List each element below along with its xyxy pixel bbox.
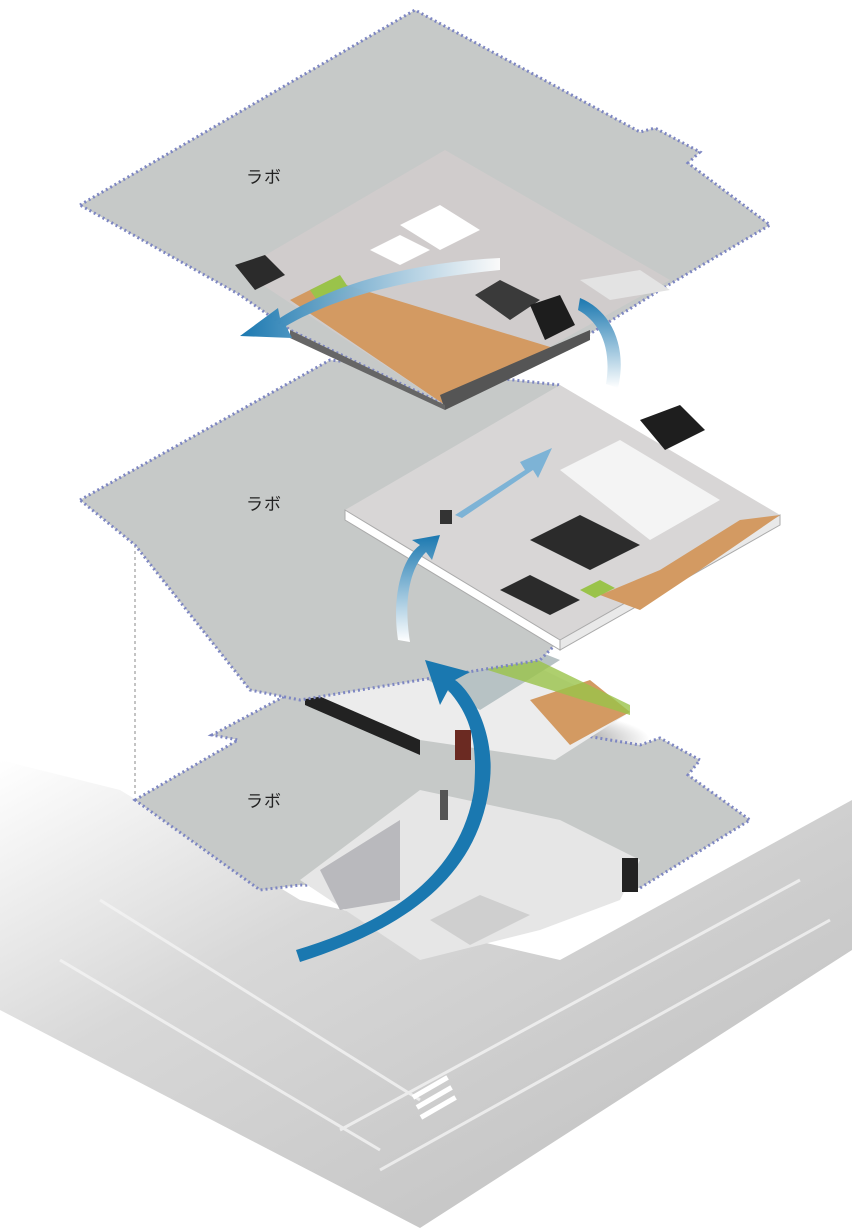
flow-arrows bbox=[240, 258, 621, 962]
floor-label-lower: ラボ bbox=[246, 792, 282, 812]
ground-site bbox=[0, 760, 852, 1228]
floor-label-upper: ラボ bbox=[246, 168, 282, 188]
arrow-upper-curve bbox=[578, 298, 621, 388]
building-middle-floor bbox=[344, 385, 781, 651]
crosswalk bbox=[411, 1075, 457, 1120]
floor-label-middle: ラボ bbox=[246, 495, 282, 515]
arrow-upper-left bbox=[240, 258, 500, 338]
building-upper-floor bbox=[235, 150, 670, 410]
arrow-middle-diagonal bbox=[455, 448, 552, 518]
arrow-middle-curve bbox=[396, 535, 440, 642]
